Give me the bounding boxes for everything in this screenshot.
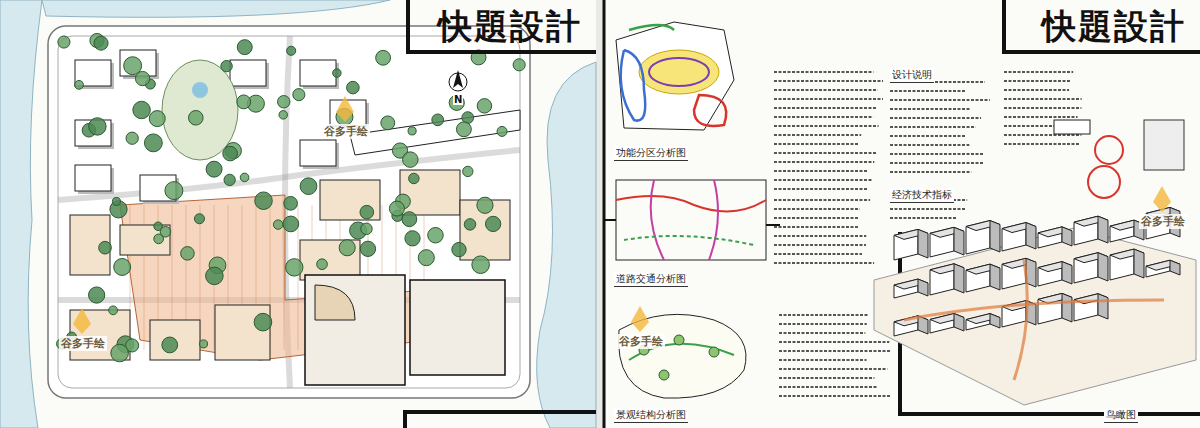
diagram-caption: 道路交通分析图 — [614, 268, 690, 285]
watermark-logo — [1153, 186, 1171, 212]
caption-text: 功能分区分析图 — [614, 146, 688, 161]
diagram-caption: 功能分区分析图 — [614, 142, 690, 159]
caption-text: 景观结构分析图 — [614, 408, 688, 423]
caption-text: 经济技术指标 — [890, 188, 954, 203]
caption-text: 设计说明 — [890, 68, 934, 83]
watermark-logo — [73, 308, 91, 334]
watermark: 谷多手绘 — [1139, 214, 1187, 229]
watermark: 谷多手绘 — [59, 336, 107, 351]
site-plan — [0, 0, 596, 428]
watermark-logo — [336, 96, 354, 122]
sheet-title: 快題設計 — [438, 4, 582, 50]
watermark-logo — [631, 306, 649, 332]
watermark: 谷多手绘 — [322, 124, 370, 139]
sheet-panel: 快題設計 — [0, 0, 596, 428]
diagram-caption: 景观结构分析图 — [614, 404, 690, 421]
watermark: 谷多手绘 — [617, 334, 665, 349]
diagram-caption: 鸟瞰图 — [1104, 404, 1140, 421]
north-label: N — [453, 94, 463, 105]
sheet-title: 快題設計 — [1042, 4, 1186, 50]
analysis-sheet — [604, 0, 1200, 428]
caption-text: 鸟瞰图 — [1104, 408, 1138, 423]
caption-text: 道路交通分析图 — [614, 272, 688, 287]
diagram-caption: 经济技术指标 — [890, 184, 956, 201]
diagram-caption: 设计说明 — [890, 64, 936, 81]
sheet-panel: 快題設計功能分区分析图道路交通分析图景观结构分析图 设计说明经济技术指标鸟瞰图 — [604, 0, 1200, 428]
